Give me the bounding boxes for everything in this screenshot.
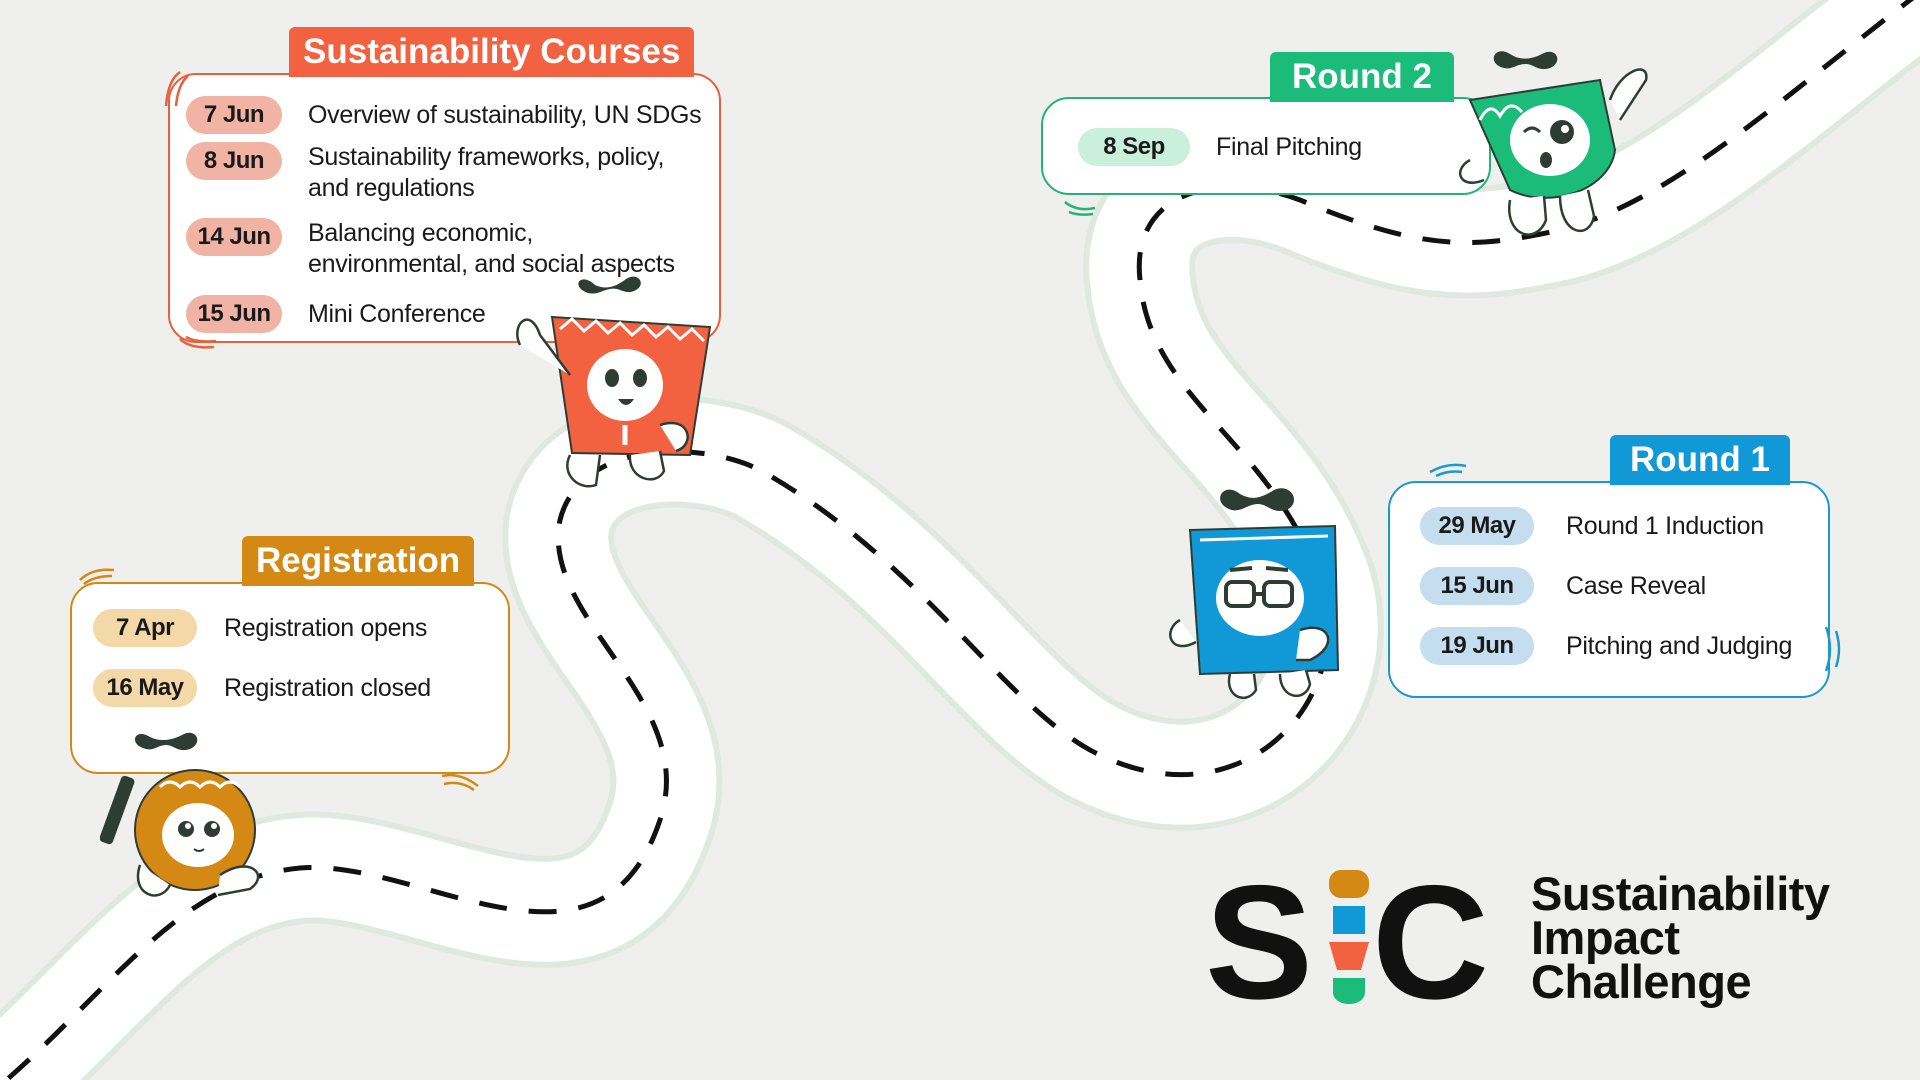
doodle-lines xyxy=(1824,626,1841,672)
courses-title: Sustainability Courses xyxy=(289,27,695,77)
round1-title: Round 1 xyxy=(1610,435,1790,485)
doodle-lines xyxy=(441,773,479,792)
registration-title: Registration xyxy=(242,536,475,586)
courses-event: 7 Jun Overview of sustainability, UN SDG… xyxy=(186,96,702,134)
event-date: 15 Jun xyxy=(1420,567,1534,605)
round1-event: 15 Jun Case Reveal xyxy=(1420,567,1706,605)
courses-event: 8 Jun Sustainability frameworks, policy,… xyxy=(186,142,664,204)
logo-letter-i xyxy=(1329,870,1369,1004)
event-label: Registration opens xyxy=(224,613,428,642)
doodle-lines xyxy=(164,70,189,107)
event-label: Mini Conference xyxy=(308,299,486,328)
registration-event: 7 Apr Registration opens xyxy=(93,609,427,647)
round2-title: Round 2 xyxy=(1270,52,1454,102)
round1-mascot xyxy=(1169,488,1340,700)
round2-event: 8 Sep Final Pitching xyxy=(1078,128,1362,166)
sic-logo: S C Sustainability Impact Challenge xyxy=(1205,862,1915,1024)
event-label: Round 1 Induction xyxy=(1566,511,1764,540)
doodle-lines xyxy=(1429,463,1467,478)
logo-line-1: Sustainability xyxy=(1531,867,1830,920)
doodle-lines xyxy=(1064,201,1096,216)
event-date: 8 Jun xyxy=(186,142,282,180)
event-date: 15 Jun xyxy=(186,295,282,333)
registration-mascot xyxy=(100,732,260,897)
event-label: Registration closed xyxy=(224,673,431,702)
event-label: Balancing economic, xyxy=(308,219,533,247)
logo-line-3: Challenge xyxy=(1531,955,1752,1008)
courses-event: 14 Jun Balancing economic, environmental… xyxy=(186,218,675,280)
event-label: Final Pitching xyxy=(1216,132,1362,161)
doodle-lines xyxy=(179,335,217,349)
event-date: 29 May xyxy=(1420,507,1534,545)
event-label: Pitching and Judging xyxy=(1566,631,1793,660)
courses-event: 15 Jun Mini Conference xyxy=(186,295,486,333)
event-label-line2: and regulations xyxy=(308,174,475,202)
event-date: 7 Apr xyxy=(93,609,197,647)
event-label: Case Reveal xyxy=(1566,571,1706,600)
event-label-line2: environmental, and social aspects xyxy=(308,250,675,278)
logo-wordmark: Sustainability Impact Challenge xyxy=(1531,867,1830,1008)
logo-line-2: Impact xyxy=(1531,911,1680,964)
event-date: 7 Jun xyxy=(186,96,282,134)
courses-mascot xyxy=(516,276,712,488)
round1-event: 19 Jun Pitching and Judging xyxy=(1420,627,1792,665)
event-date: 16 May xyxy=(93,669,197,707)
event-date: 14 Jun xyxy=(186,218,282,256)
registration-event: 16 May Registration closed xyxy=(93,669,431,707)
event-label: Sustainability frameworks, policy, xyxy=(308,143,665,171)
event-date: 8 Sep xyxy=(1078,128,1190,166)
round2-mascot xyxy=(1459,51,1648,236)
event-date: 19 Jun xyxy=(1420,627,1534,665)
round1-event: 29 May Round 1 Induction xyxy=(1420,507,1764,545)
logo-letter-s: S xyxy=(1205,852,1313,1033)
event-label: Overview of sustainability, UN SDGs xyxy=(308,100,702,129)
logo-letter-c: C xyxy=(1372,852,1489,1033)
doodle-lines xyxy=(79,568,115,586)
